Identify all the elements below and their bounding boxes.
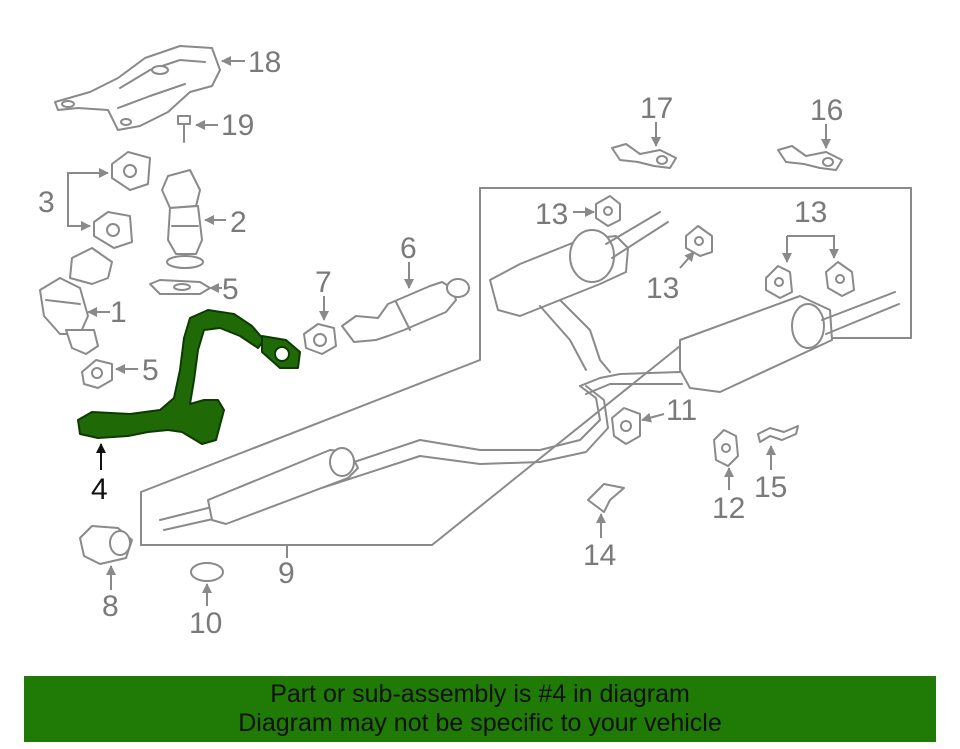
- part-2-catalytic-converter[interactable]: [161, 169, 204, 269]
- part-6-converter[interactable]: [341, 278, 470, 343]
- exhaust-parts-diagram: 18 19 3 2 5 1 5 4 6 7 8 10 9 11 12 15 14…: [38, 45, 912, 640]
- callout-13-a: 13: [535, 198, 568, 231]
- callout-8: 8: [102, 590, 119, 623]
- callout-9: 9: [278, 557, 295, 590]
- banner-line-2: Diagram may not be specific to your vehi…: [238, 709, 722, 737]
- callout-15: 15: [754, 471, 787, 504]
- exhaust-system-frame: [140, 187, 912, 546]
- part-15-bracket[interactable]: [757, 425, 799, 443]
- part-16-hanger[interactable]: [777, 145, 843, 171]
- part-13-insulator-a[interactable]: [595, 195, 621, 227]
- part-13-insulator-c[interactable]: [765, 265, 793, 299]
- callout-14: 14: [583, 539, 616, 572]
- part-3-gasket-upper[interactable]: [111, 151, 151, 191]
- callout-13-b: 13: [646, 272, 679, 305]
- callout-13-c: 13: [794, 196, 827, 229]
- callout-7: 7: [315, 266, 332, 299]
- part-11-insulator[interactable]: [611, 407, 641, 445]
- part-9-exhaust-pipe-muffler[interactable]: [159, 211, 900, 531]
- callout-16: 16: [810, 94, 843, 127]
- part-19-bolt[interactable]: [177, 115, 191, 143]
- part-5-gasket-upper[interactable]: [149, 279, 211, 295]
- part-7-gasket[interactable]: [303, 323, 337, 355]
- part-4-pipe-body: [77, 309, 265, 445]
- callout-11: 11: [666, 394, 697, 427]
- callout-10: 10: [189, 607, 222, 640]
- part-3-gasket-lower[interactable]: [93, 211, 133, 249]
- part-5-gasket-lower[interactable]: [81, 359, 113, 389]
- callout-4: 4: [91, 473, 108, 506]
- callout-1: 1: [110, 296, 127, 329]
- part-10-ring[interactable]: [190, 562, 224, 582]
- part-13-insulator-b[interactable]: [685, 225, 713, 257]
- callout-19: 19: [221, 109, 254, 142]
- callout-3: 3: [38, 186, 55, 219]
- part-12-insulator[interactable]: [713, 429, 739, 467]
- callout-12: 12: [712, 492, 745, 525]
- callout-5-upper: 5: [222, 273, 239, 306]
- part-8-clamp[interactable]: [79, 525, 133, 565]
- callout-5-lower: 5: [142, 354, 159, 387]
- callout-17: 17: [640, 92, 673, 125]
- callout-18: 18: [248, 46, 281, 79]
- part-4-front-pipe-highlighted[interactable]: [77, 309, 301, 445]
- part-13-insulator-d[interactable]: [825, 261, 855, 297]
- callout-6: 6: [400, 232, 417, 265]
- part-14-hanger[interactable]: [587, 483, 625, 513]
- part-1-manifold-converter[interactable]: [39, 247, 113, 355]
- info-banner: Part or sub-assembly is #4 in diagram Di…: [24, 676, 936, 742]
- banner-line-1: Part or sub-assembly is #4 in diagram: [270, 680, 690, 708]
- part-17-hanger[interactable]: [611, 143, 677, 169]
- part-18-heat-shield[interactable]: [54, 45, 221, 131]
- callout-2: 2: [230, 206, 247, 239]
